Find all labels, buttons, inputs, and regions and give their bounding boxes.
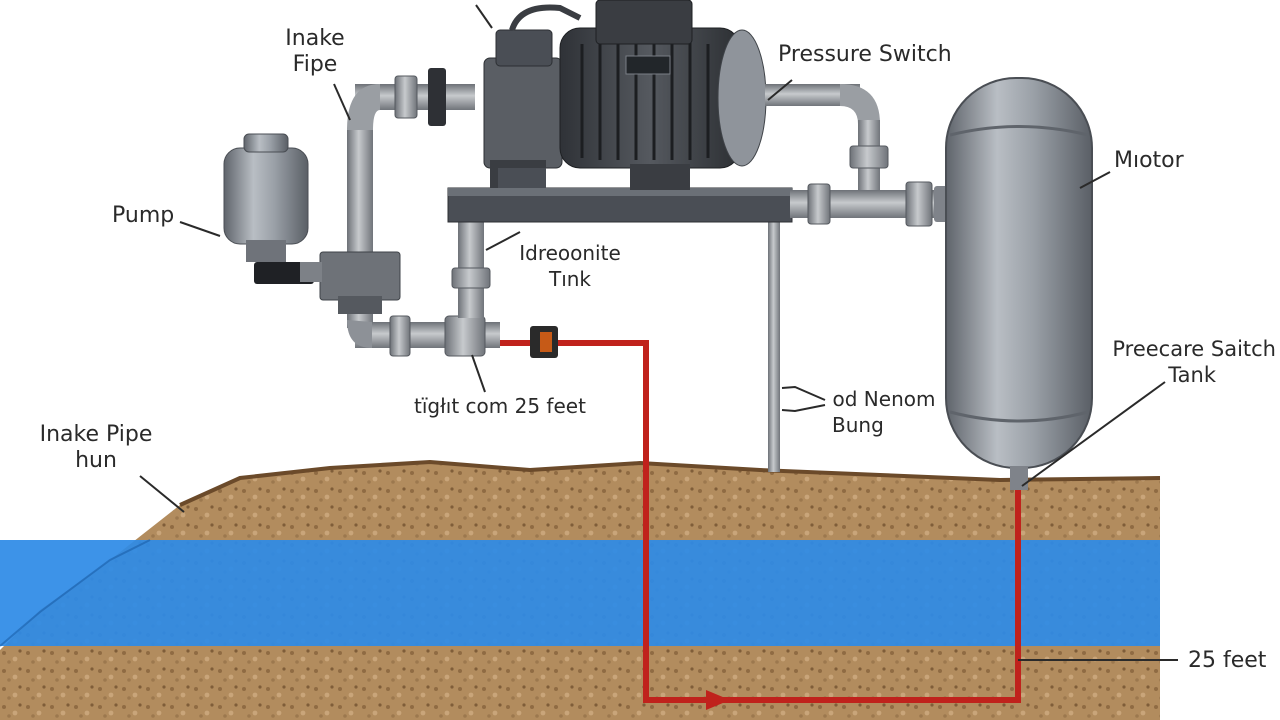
label-center-tank: Idreoonite Tınk: [500, 240, 640, 292]
support-post: [768, 222, 780, 472]
control-box: [319, 251, 401, 301]
label-intake-fipe-line1: Inake: [285, 26, 345, 51]
small-tank: [223, 133, 314, 284]
label-support-line2: Bung: [832, 413, 884, 437]
label-support: od Nenom Bung: [826, 386, 942, 438]
leader-lines: [139, 4, 1178, 661]
suction-pipe: [500, 340, 1021, 703]
water-edge: [0, 539, 151, 647]
flow-arrow: [706, 690, 730, 710]
discharge-pipe-top: [765, 84, 860, 106]
label-motor: Mıotor: [1114, 148, 1184, 173]
label-intake-pipe-run-line1: Inake Pipe: [39, 422, 153, 447]
label-distance: tïgłıt com 25 feet: [414, 394, 586, 418]
label-pressure-switch-tank: Preecare Saitch Tank: [1080, 336, 1276, 388]
electric-motor: [498, 0, 767, 190]
ground-surface-line: [179, 459, 1161, 507]
label-pump: Pump: [112, 203, 175, 228]
water-table: [0, 540, 1160, 646]
label-intake-fipe-line2: Fipe: [292, 52, 338, 77]
label-intake-fipe: Inake Fipe: [280, 26, 350, 78]
label-pressure-switch-tank-line1: Preecare Saitch: [1112, 337, 1276, 361]
label-pressure-switch-tank-line2: Tank: [1168, 363, 1216, 387]
pump-housing: [483, 4, 582, 188]
label-center-tank-line2: Tınk: [548, 267, 592, 291]
label-center-tank-line1: Idreoonite: [519, 241, 621, 265]
label-intake-pipe-run: Inake Pipe hun: [28, 422, 164, 474]
label-depth: 25 feet: [1188, 648, 1267, 673]
label-pressure-switch: Pressure Switch: [778, 42, 952, 67]
label-intake-pipe-run-line2: hun: [75, 448, 117, 473]
pressure-tank: [945, 77, 1093, 490]
label-support-line1: od Nenom: [832, 387, 936, 411]
